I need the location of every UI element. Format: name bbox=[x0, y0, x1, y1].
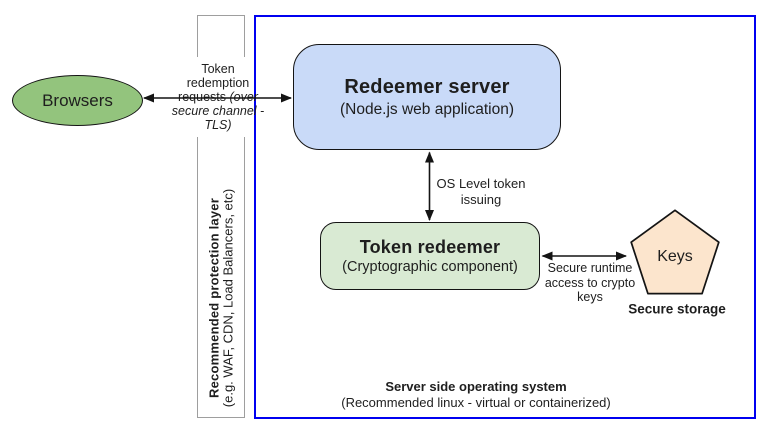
browsers-label: Browsers bbox=[42, 90, 113, 110]
edge-label-line: Secure runtime bbox=[547, 261, 633, 275]
edge-label-line: access to crypto bbox=[544, 275, 636, 290]
keys-pentagon bbox=[630, 209, 720, 295]
protection-layer-caption: Recommended protection layer (e.g. WAF, … bbox=[206, 188, 236, 408]
redeemer-server-subtitle: (Node.js web application) bbox=[339, 100, 515, 118]
edge-label-secure-runtime: Secure runtime access to crypto keys bbox=[540, 261, 640, 305]
edge-label-line: requests (over bbox=[178, 90, 258, 104]
edge-label-part: requests bbox=[178, 90, 226, 104]
protection-layer-title: Recommended protection layer bbox=[206, 198, 222, 398]
edge-label-line: secure channel - bbox=[171, 104, 265, 118]
edge-label-line: OS Level token bbox=[436, 176, 526, 191]
os-boundary-subtitle: (Recommended linux - virtual or containe… bbox=[341, 394, 611, 410]
browsers-node: Browsers bbox=[12, 75, 143, 126]
protection-layer-subtitle: (e.g. WAF, CDN, Load Balancers, etc) bbox=[220, 188, 235, 408]
edge-label-line: issuing bbox=[460, 192, 502, 207]
edge-label-line: keys bbox=[577, 290, 603, 304]
edge-label-part-italic: (over bbox=[229, 90, 258, 104]
edge-label-os-token-issuing: OS Level token issuing bbox=[430, 176, 532, 208]
os-boundary-caption: Server side operating system (Recommende… bbox=[296, 379, 656, 410]
token-redeemer-title: Token redeemer bbox=[359, 237, 501, 257]
redeemer-server-node: Redeemer server (Node.js web application… bbox=[293, 44, 561, 150]
edge-label-line: redemption bbox=[186, 76, 250, 90]
secure-storage-caption: Secure storage bbox=[628, 301, 726, 317]
os-boundary-rect bbox=[254, 15, 756, 419]
edge-label-line: TLS) bbox=[204, 118, 232, 132]
edge-label-token-redemption: Token redemption requests (over secure c… bbox=[172, 57, 264, 137]
edge-label-line: Token bbox=[201, 62, 235, 76]
keys-pentagon-svg bbox=[630, 209, 720, 295]
redeemer-server-title: Redeemer server bbox=[344, 75, 510, 98]
token-redeemer-subtitle: (Cryptographic component) bbox=[342, 259, 518, 275]
keys-label: Keys bbox=[657, 248, 693, 265]
os-boundary-title: Server side operating system bbox=[385, 379, 567, 394]
token-redeemer-node: Token redeemer (Cryptographic component) bbox=[320, 222, 540, 290]
